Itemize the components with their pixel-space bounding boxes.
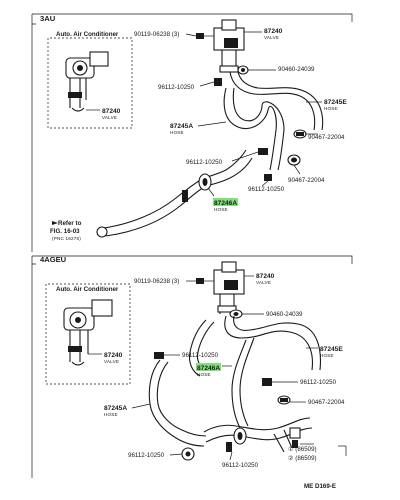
label-clip-low-3au: 96112-10250 [248, 186, 285, 193]
label-hose-highlight-4ageu: 87246A [197, 365, 220, 372]
section-frame-3au [31, 13, 353, 252]
inset-valve-4ageu [63, 299, 113, 366]
inset-valve-part-4ageu: 87240 [104, 352, 123, 359]
label-fig-3au: FIG. 16-03 [50, 228, 80, 235]
label-hose-e-4ageu: 87245E [320, 346, 343, 353]
label-hose-highlight-sub-4ageu: HOSE [197, 372, 211, 377]
bolt-3au [196, 33, 214, 39]
fitting-4ageu [289, 427, 301, 448]
section-title-4ageu: 4AGEU [40, 255, 67, 264]
label-clamp-a-4ageu: 90460-24039 [266, 311, 303, 318]
hoses-4ageu [148, 315, 321, 453]
inset-label-3au: Auto. Air Conditioner [56, 31, 119, 38]
pipe-3au [96, 173, 212, 238]
label-hose-a-4ageu: 87245A [104, 405, 127, 412]
inset-valve-sub-4ageu: VALVE [104, 359, 119, 364]
clip-bottom-mid-4ageu [226, 427, 247, 452]
label-hose-e-3au: 87245E [324, 99, 347, 106]
label-hose-highlight-3au: 87246A [214, 200, 237, 207]
section-title-3au: 3AU [40, 14, 56, 23]
label-clip-top-3au: 96112-10250 [158, 84, 195, 91]
label-valve-3au: 87240 [264, 28, 283, 35]
clamp-c-3au [287, 154, 301, 166]
label-bolt-3au: 90119-06238 (3) [134, 31, 179, 38]
label-hose-a-sub-3au: HOSE [170, 130, 184, 135]
label-clamp-a-3au: 90460-24039 [278, 66, 315, 73]
inset-valve-3au [65, 51, 109, 112]
label-pnc-3au: (PNC 16276) [52, 236, 81, 241]
label-clamp-c-3au: 90467-22004 [288, 177, 325, 184]
hoses-3au [203, 71, 324, 187]
clamp-b-3au [293, 129, 307, 139]
label-hose-e-sub-3au: HOSE [324, 106, 338, 111]
inset-valve-part-3au: 87240 [102, 108, 121, 115]
label-ref-1-4ageu: ① (86509) [288, 446, 317, 453]
clip-mid-3au [258, 148, 268, 155]
clamp-b-4ageu [277, 395, 291, 405]
label-ref-2-4ageu: ② (86509) [288, 455, 317, 462]
valve-4ageu [213, 261, 245, 314]
clip-top-3au [214, 78, 222, 86]
label-refer-to-3au: Refer to [58, 220, 82, 227]
clip-right-4ageu [262, 378, 272, 386]
highlight-hose-4ageu [196, 363, 221, 371]
label-clip-mid-3au: 96112-10250 [186, 159, 223, 166]
label-hose-a-sub-4ageu: HOSE [104, 412, 118, 417]
clamp-a-3au [237, 65, 249, 75]
inset-box-4ageu [45, 283, 131, 385]
label-hose-highlight-sub-3au: HOSE [214, 207, 228, 212]
label-clamp-b-3au: 90467-22004 [308, 134, 345, 141]
clamp-a-4ageu [229, 309, 243, 319]
clip-bottom-left-4ageu [181, 447, 195, 461]
clip-low-3au [264, 174, 272, 181]
inset-label-4ageu: Auto. Air Conditioner [56, 286, 119, 293]
inset-box-3au [47, 37, 133, 129]
label-clip-bottom-left-4ageu: 96112-10250 [128, 452, 165, 459]
label-valve-sub-4ageu: VALVE [256, 280, 271, 285]
label-valve-sub-3au: VALVE [264, 35, 279, 40]
inset-valve-sub-3au: VALVE [102, 115, 117, 120]
label-hose-a-3au: 87245A [170, 123, 193, 130]
page-code: ME D169-E [304, 483, 336, 490]
highlight-hose-3au [213, 198, 238, 206]
clip-left-4ageu [154, 352, 164, 359]
label-hose-e-sub-4ageu: HOSE [320, 353, 334, 358]
bolt-4ageu [196, 278, 214, 284]
label-clip-left-4ageu: 96112-10250 [182, 352, 219, 359]
label-valve-4ageu: 87240 [256, 273, 275, 280]
label-clip-right-4ageu: 96112-10250 [300, 379, 337, 386]
label-clamp-b-4ageu: 90467-22004 [308, 399, 345, 406]
section-frame-4ageu [31, 255, 353, 478]
valve-3au [213, 19, 245, 73]
label-bolt-4ageu: 90119-06238 (3) [134, 278, 179, 285]
label-clip-bottom-mid-4ageu: 96112-10250 [222, 462, 259, 469]
